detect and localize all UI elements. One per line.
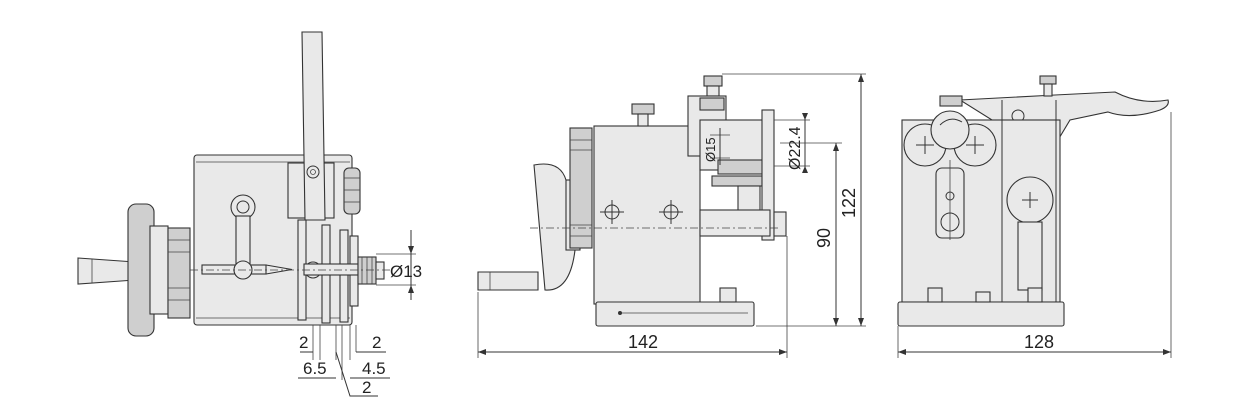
dim-2-left: 2	[299, 333, 308, 352]
dim-height-90: 90	[814, 228, 834, 248]
dim-diameter-15: Ø15	[703, 137, 718, 162]
dim-4-5: 4.5	[362, 359, 386, 378]
dim-width-128: 128	[1024, 332, 1054, 352]
dim-diameter-13: Ø13	[390, 262, 422, 281]
side-view: 128	[897, 75, 1172, 358]
dim-height-122: 122	[839, 188, 859, 218]
left-view: Ø13 2 2 6.5 4.5 2	[77, 31, 422, 397]
dim-2-bottom: 2	[362, 378, 371, 397]
dim-diameter-22-4: Ø22.4	[787, 126, 804, 170]
front-view: Ø15 Ø22.4 90 122 142	[477, 73, 866, 358]
dim-6-5: 6.5	[303, 359, 327, 378]
dim-2-right: 2	[372, 333, 381, 352]
dim-width-142: 142	[628, 332, 658, 352]
